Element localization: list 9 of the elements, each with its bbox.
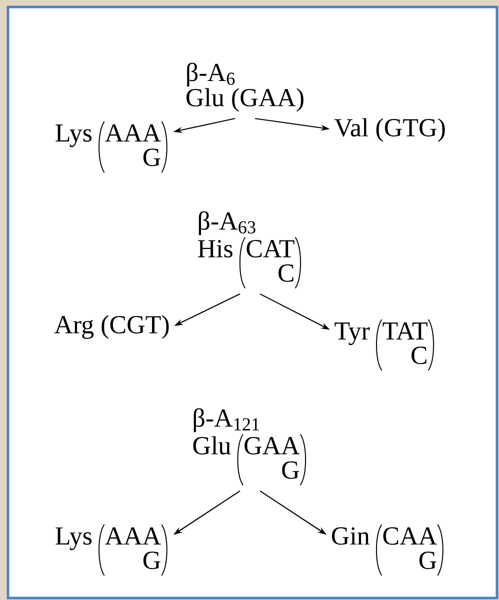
codon-label: β-A$_{6}$ Glu (GAA) [186, 62, 304, 112]
codon-label: Gin CAA G [332, 524, 444, 576]
codon-label: β-A$_{63}$ His CAT C [198, 211, 302, 289]
codon-label: Arg (CGT) [54, 315, 169, 339]
codon-label: Tyr TAT C [334, 319, 434, 371]
codon-label: β-A$_{121}$ Glu GAA G [193, 408, 306, 486]
codon-label: Lys AAA G [56, 524, 168, 576]
codon-label: Lys AAA G [56, 121, 168, 173]
codon-label: Val (GTG) [334, 118, 445, 142]
